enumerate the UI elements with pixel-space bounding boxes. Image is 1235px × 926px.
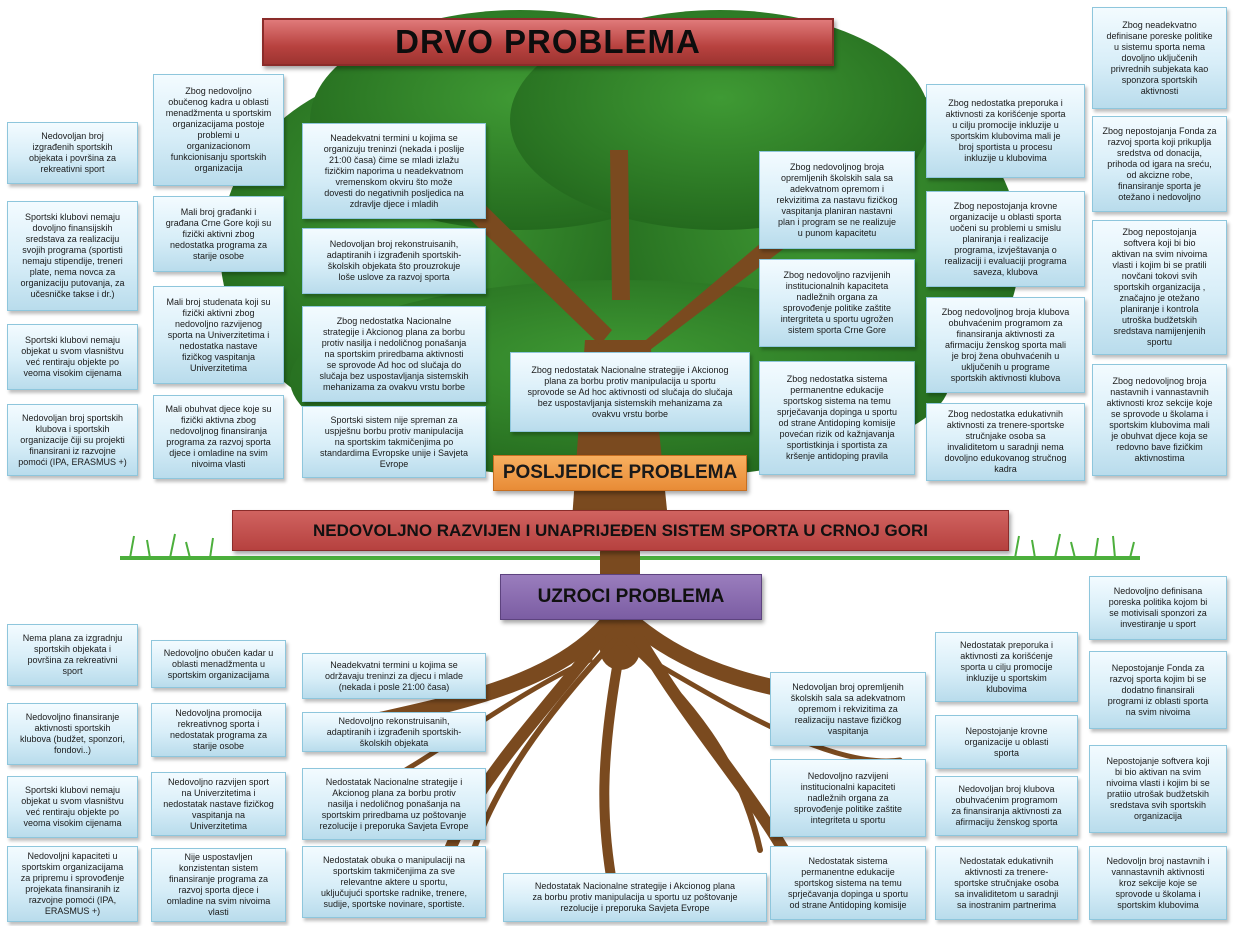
effect-box: Mali broj građanki i građana Crne Gore k… (153, 196, 284, 272)
cause-box: Nedovoljni kapaciteti u sportskim organi… (7, 846, 138, 922)
cause-box: Sportski klubovi nemaju objekat u svom v… (7, 776, 138, 838)
cause-box: Nedovoljno obučen kadar u oblasti menadž… (151, 640, 286, 688)
cause-box: Nema plana za izgradnju sportskih objeka… (7, 624, 138, 686)
effect-box: Nedovoljan broj sportskih klubova i spor… (7, 404, 138, 476)
effect-box: Nedovoljan broj rekonstruisanih, adaptir… (302, 228, 486, 294)
central-problem: NEDOVOLJNO RAZVIJEN I UNAPRIJEĐEN SISTEM… (232, 510, 1009, 551)
effect-box: Sportski sistem nije spreman za uspješnu… (302, 406, 486, 478)
effect-box: Zbog nedostatka sistema permanentne eduk… (759, 361, 915, 475)
effect-box: Zbog nedovoljnog broja nastavnih i vanna… (1092, 364, 1227, 476)
effect-box: Zbog nedostatka edukativnih aktivnosti z… (926, 403, 1085, 481)
cause-box: Nepostojanje Fonda za razvoj sporta koji… (1089, 651, 1227, 729)
effect-box: Sportski klubovi nemaju objekat u svom v… (7, 324, 138, 390)
cause-box: Nepostojanje krovne organizacije u oblas… (935, 715, 1078, 769)
cause-box: Nedovoljno razvijeni institucionalni kap… (770, 759, 926, 837)
effect-box: Zbog nedovoljno obučenog kadra u oblasti… (153, 74, 284, 186)
cause-box: Nedovoljan broj klubova obuhvaćenim prog… (935, 776, 1078, 836)
causes-heading: UZROCI PROBLEMA (500, 574, 762, 620)
effect-box: Neadekvatni termini u kojima se organizu… (302, 123, 486, 219)
effect-box: Zbog nedovoljno razvijenih institucional… (759, 259, 915, 347)
cause-box: Nepostojanje softvera koji bi bio aktiva… (1089, 745, 1227, 833)
cause-box: Nedostatak sistema permanentne edukacije… (770, 846, 926, 920)
cause-box: Nedostatak Nacionalne strategije i Akcio… (503, 873, 767, 922)
effect-box: Zbog nedostatka Nacionalne strategije i … (302, 306, 486, 402)
diagram-title: DRVO PROBLEMA (262, 18, 834, 66)
cause-box: Nedovoljna promocija rekreativnog sporta… (151, 703, 286, 757)
cause-box: Nedovoljan broj opremljenih školskih sal… (770, 672, 926, 746)
cause-box: Nije uspostavljen konzistentan sistem fi… (151, 848, 286, 922)
cause-box: Nedovoljno finansiranje aktivnosti sport… (7, 703, 138, 765)
effect-box: Sportski klubovi nemaju dovoljno finansi… (7, 201, 138, 311)
cause-box: Nedovoljn broj nastavnih i vannastavnih … (1089, 846, 1227, 920)
effect-box: Zbog neadekvatno definisane poreske poli… (1092, 7, 1227, 109)
cause-box: Nedostatak preporuka i aktivnosti za kor… (935, 632, 1078, 702)
effect-box: Zbog nepostojanja krovne organizacije u … (926, 191, 1085, 287)
cause-box: Neadekvatni termini u kojima se održavaj… (302, 653, 486, 699)
cause-box: Nedostatak edukativnih aktivnosti za tre… (935, 846, 1078, 920)
effect-box: Zbog nedovoljnog broja opremljenih škols… (759, 151, 915, 249)
effect-box: Zbog nedostatka preporuka i aktivnosti z… (926, 84, 1085, 178)
effect-box: Zbog nepostojanja Fonda za razvoj sporta… (1092, 116, 1227, 212)
effect-box: Mali broj studenata koji su fizički akti… (153, 286, 284, 384)
effects-heading: POSLJEDICE PROBLEMA (493, 455, 747, 491)
effect-box: Mali obuhvat djece koje su fizički aktiv… (153, 395, 284, 479)
cause-box: Nedostatak Nacionalne strategije i Akcio… (302, 768, 486, 840)
cause-box: Nedovoljno definisana poreska politika k… (1089, 576, 1227, 640)
effect-box: Nedovoljan broj izgrađenih sportskih obj… (7, 122, 138, 184)
cause-box: Nedovoljno rekonstruisanih, adaptiranih … (302, 712, 486, 752)
effect-box: Zbog nepostojanja softvera koji bi bio a… (1092, 220, 1227, 355)
cause-box: Nedovoljno razvijen sport na Univerzitet… (151, 772, 286, 836)
effect-box: Zbog nedovoljnog broja klubova obuhvaćen… (926, 297, 1085, 393)
cause-box: Nedostatak obuka o manipulaciji na sport… (302, 846, 486, 918)
effect-box: Zbog nedostatak Nacionalne strategije i … (510, 352, 750, 432)
